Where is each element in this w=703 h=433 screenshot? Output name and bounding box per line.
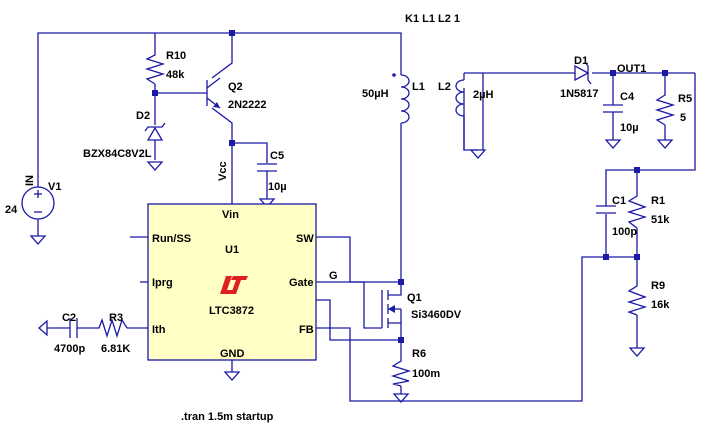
- d1-ref: D1: [574, 55, 588, 67]
- ground-symbol: [38, 319, 48, 337]
- resistor-r6[interactable]: R6 100m: [390, 348, 440, 387]
- q1-ref: Q1: [407, 292, 422, 304]
- u1-pin-gnd: GND: [220, 348, 245, 360]
- u1-ref: U1: [225, 244, 239, 256]
- r10-ref: R10: [166, 50, 186, 62]
- u1-pin-ith: Ith: [152, 324, 166, 336]
- l1-ref: L1: [412, 81, 425, 93]
- zener-d2[interactable]: D2 BZX84C8V2L: [83, 110, 166, 160]
- capacitor-c4[interactable]: C4 10µ: [603, 91, 639, 134]
- r10-value: 48k: [166, 69, 185, 81]
- r1-value: 51k: [651, 214, 670, 226]
- ground-symbol: [656, 139, 674, 149]
- c5-ref: C5: [270, 150, 284, 162]
- inductor-l2[interactable]: L2 2µH: [438, 72, 493, 150]
- resistor-r3[interactable]: R3 6.81K: [94, 312, 130, 355]
- c2-value: 4700p: [54, 343, 85, 355]
- d2-value: BZX84C8V2L: [83, 148, 152, 160]
- u1-pin-vin: Vin: [222, 209, 239, 221]
- u1-part: LTC3872: [209, 305, 254, 317]
- ground-symbol: [604, 139, 622, 149]
- ground-symbol: [469, 149, 487, 159]
- u1-pin-iprg: Iprg: [152, 277, 173, 289]
- l1-value: 50µH: [362, 88, 389, 100]
- c4-ref: C4: [620, 91, 635, 103]
- capacitor-c5[interactable]: C5 10µ: [257, 150, 287, 193]
- r3-value: 6.81K: [101, 343, 130, 355]
- capacitor-c1[interactable]: C1 100p: [596, 195, 637, 238]
- net-label-vcc: Vcc: [217, 161, 229, 181]
- r1-ref: R1: [651, 195, 665, 207]
- r3-ref: R3: [109, 312, 123, 324]
- u1-pin-gate: Gate: [289, 277, 313, 289]
- c5-value: 10µ: [268, 181, 287, 193]
- l2-value: 2µH: [473, 89, 493, 101]
- net-label-out: OUT1: [617, 63, 646, 75]
- ground-symbol: [258, 190, 276, 208]
- capacitor-c2[interactable]: C2 4700p: [54, 312, 85, 355]
- c2-ref: C2: [62, 312, 76, 324]
- d1-value: 1N5817: [560, 88, 599, 100]
- r6-value: 100m: [412, 368, 440, 380]
- r5-value: 5: [680, 112, 686, 124]
- l2-ref: L2: [438, 81, 451, 93]
- tran-directive: .tran 1.5m startup: [181, 411, 274, 423]
- ground-symbol: [628, 347, 646, 357]
- v1-ref: V1: [48, 181, 61, 193]
- u1-pin-fb: FB: [299, 324, 314, 336]
- u1-pin-run: Run/SS: [152, 233, 191, 245]
- ground-symbol: [223, 371, 241, 381]
- net-label-gate: G: [329, 270, 338, 282]
- transistor-q2[interactable]: Q2 2N2222: [206, 77, 267, 111]
- q1-value: Si3460DV: [411, 309, 462, 321]
- ground-symbol: [29, 235, 47, 245]
- r5-ref: R5: [678, 93, 692, 105]
- r6-ref: R6: [412, 348, 426, 360]
- c1-value: 100p: [612, 226, 637, 238]
- r9-ref: R9: [651, 280, 665, 292]
- d2-ref: D2: [136, 110, 150, 122]
- net-label-in: IN: [24, 175, 36, 186]
- resistor-r9[interactable]: R9 16k: [626, 280, 670, 316]
- v1-value: 24: [5, 204, 18, 216]
- voltage-source-v1[interactable]: V1 24 IN: [5, 173, 61, 220]
- resistor-r10[interactable]: R10 48k: [144, 50, 186, 85]
- ground-symbol: [392, 393, 410, 403]
- ic-u1[interactable]: Vin Run/SS Iprg Ith SW Gate FB GND U1 LT…: [147, 203, 317, 361]
- q2-ref: Q2: [228, 81, 243, 93]
- lt-logo: [220, 276, 248, 294]
- resistor-r1[interactable]: R1 51k: [626, 190, 670, 229]
- u1-pin-sw: SW: [296, 233, 314, 245]
- c4-value: 10µ: [620, 122, 639, 134]
- mosfet-q1[interactable]: Q1 Si3460DV: [381, 282, 462, 330]
- ground-symbol: [146, 161, 164, 171]
- coupling-directive: K1 L1 L2 1: [405, 13, 460, 25]
- diode-d1[interactable]: D1 1N5817: [560, 55, 599, 100]
- resistor-r5[interactable]: R5 5: [654, 90, 692, 126]
- inductor-l1[interactable]: L1 50µH: [362, 73, 425, 125]
- r9-value: 16k: [651, 299, 670, 311]
- c1-ref: C1: [612, 195, 626, 207]
- q2-value: 2N2222: [228, 99, 267, 111]
